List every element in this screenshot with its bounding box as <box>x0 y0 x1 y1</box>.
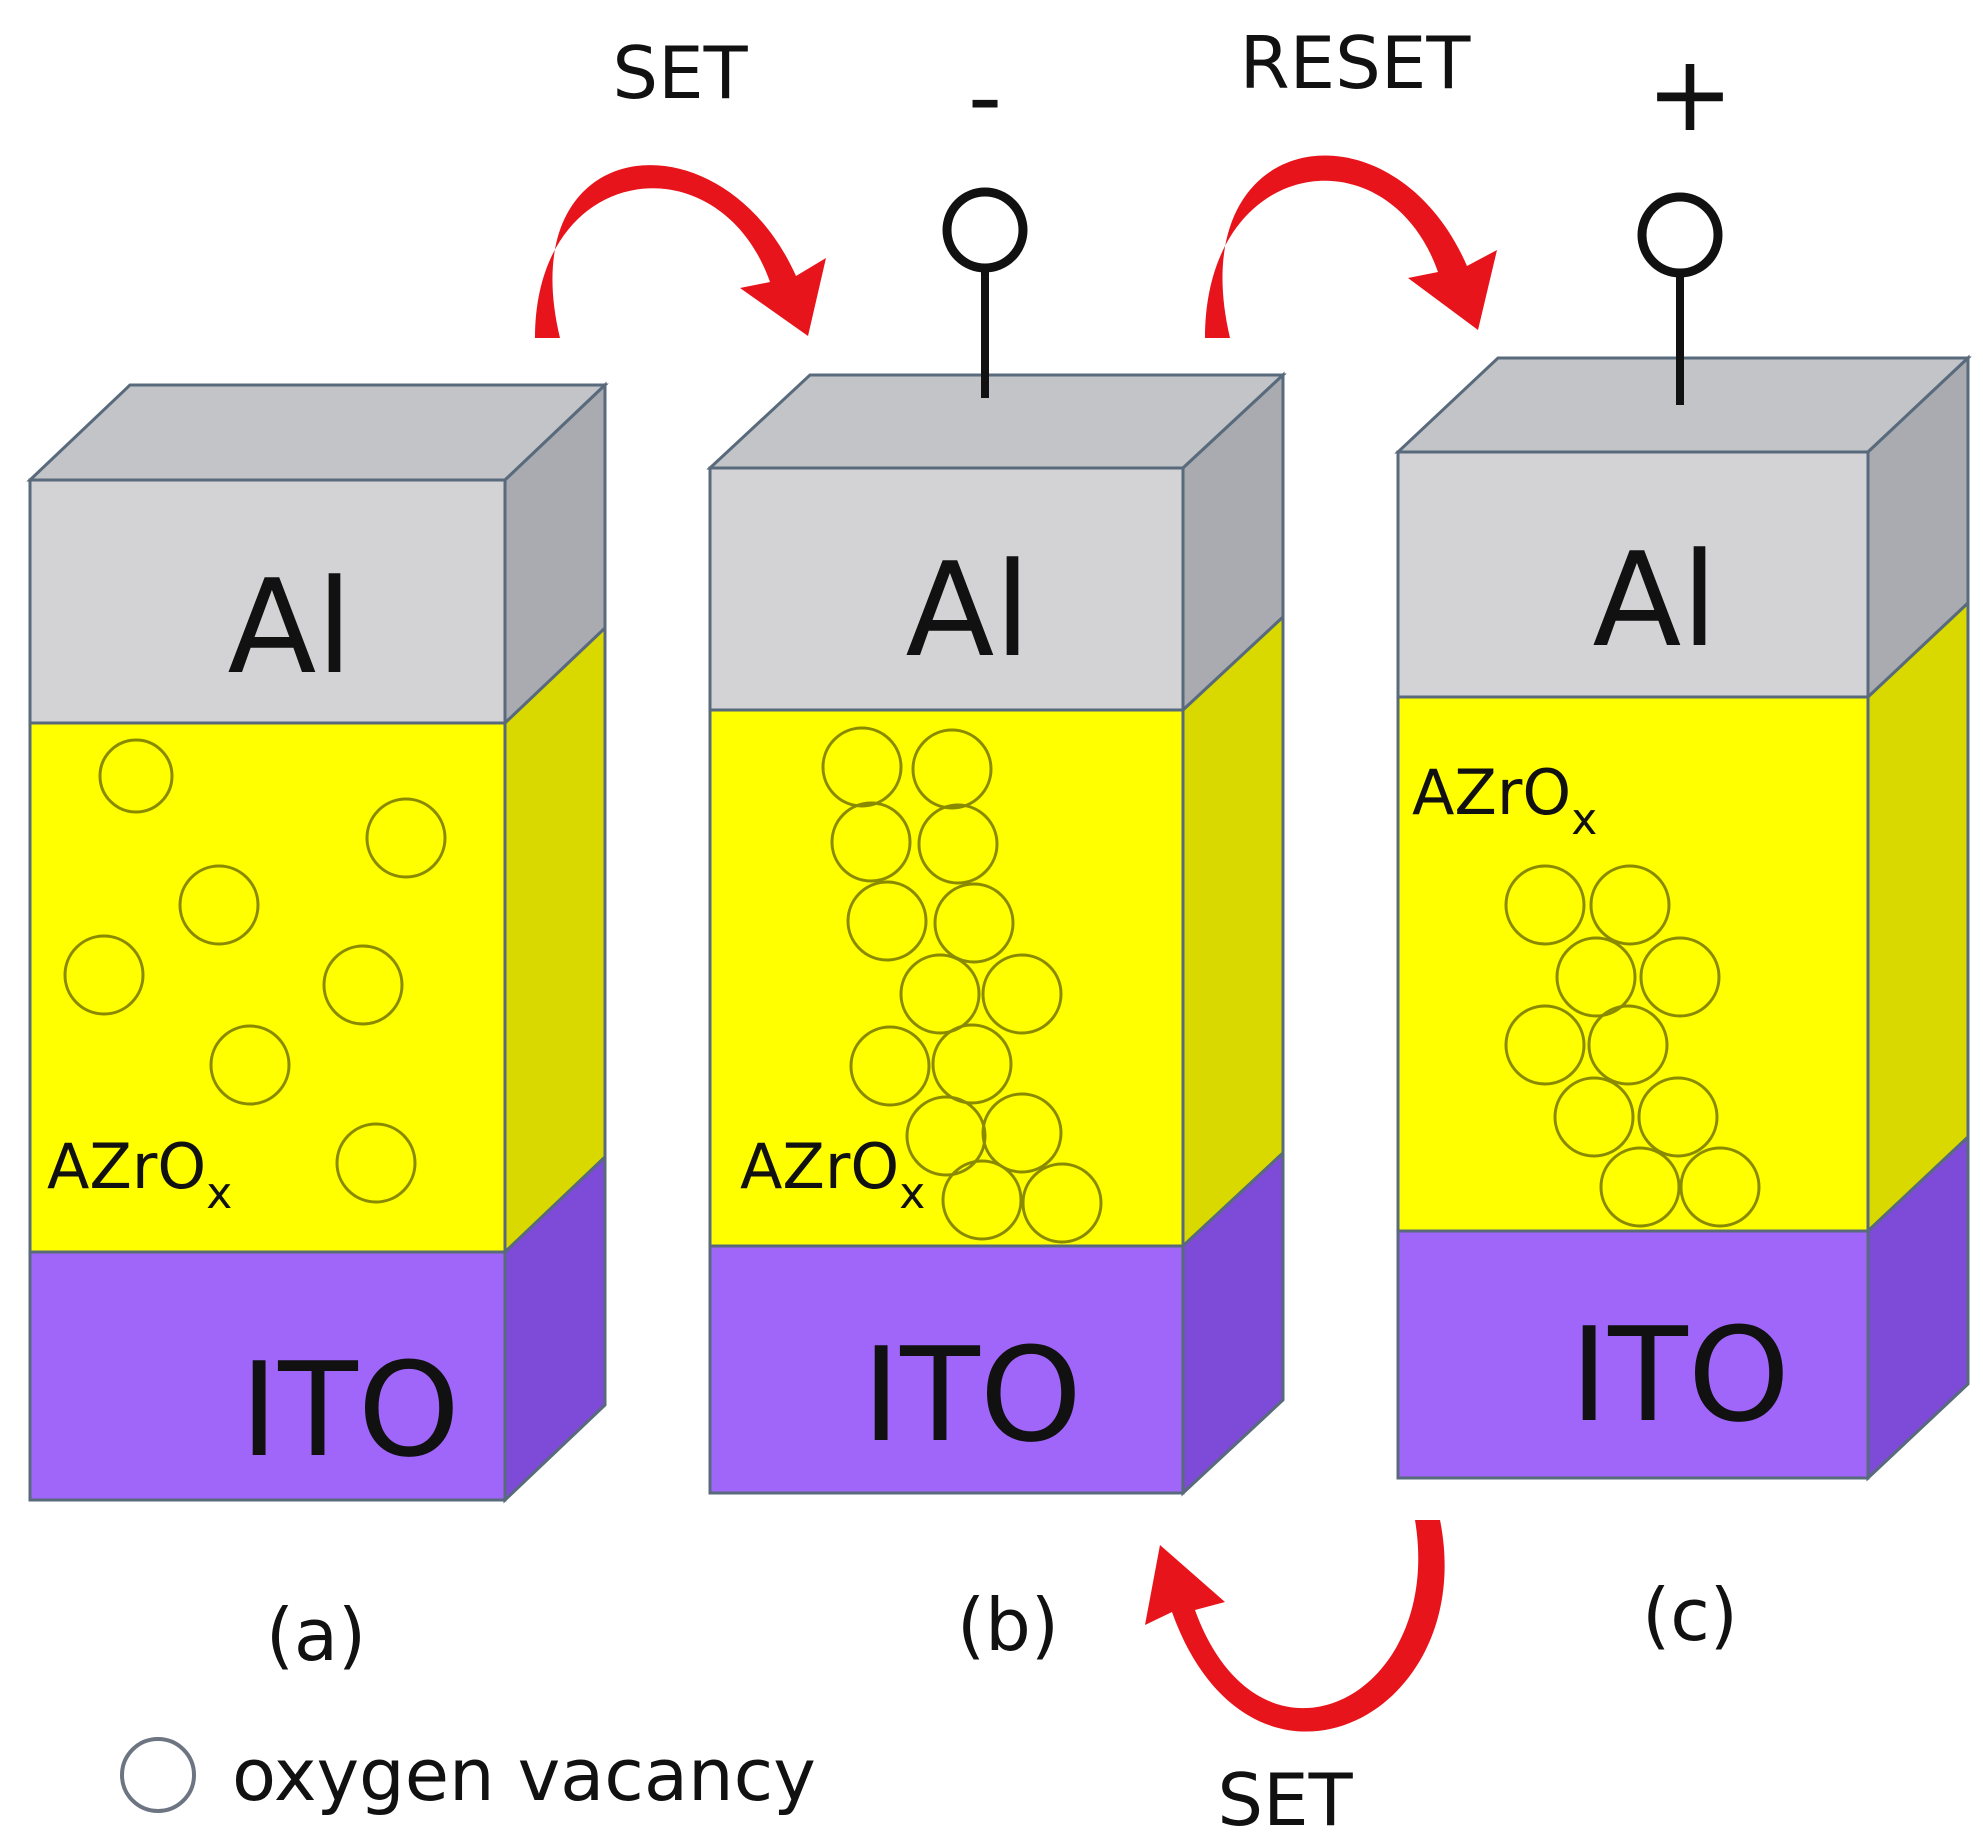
device-b-oxide-label-sub: x <box>899 1168 925 1219</box>
device-a-vacancies <box>63 738 447 1204</box>
oxygen-vacancy <box>981 1092 1063 1174</box>
device-a-ito-front <box>28 1250 507 1502</box>
transition-reset-b-to-c: RESET <box>1205 21 1497 338</box>
oxygen-vacancy <box>931 1023 1013 1105</box>
oxygen-vacancy <box>941 1159 1023 1241</box>
device-c-electrode-front <box>1396 450 1870 699</box>
device-c-caption: (c) <box>1642 1573 1738 1657</box>
device-a-side-oxide <box>503 624 607 1256</box>
oxygen-vacancy <box>1553 1076 1635 1158</box>
device-c-vacancies <box>1504 864 1761 1228</box>
device-b: - Al ITO AZrOx (b) <box>706 43 1287 1667</box>
oxygen-vacancy <box>365 797 447 879</box>
device-b-side-oxide <box>1181 613 1285 1250</box>
device-a-ito-label: ITO <box>240 1334 460 1486</box>
device-a-oxide-label-sub: x <box>206 1168 232 1219</box>
device-a-electrode-label: Al <box>227 551 352 703</box>
oxygen-vacancy <box>899 953 981 1035</box>
oxygen-vacancy <box>1639 936 1721 1018</box>
oxygen-vacancy <box>1679 1146 1761 1228</box>
device-c-oxide-label: AZrOx <box>1412 756 1597 845</box>
device-a-oxide-label: AZrOx <box>47 1130 232 1219</box>
transition-set-c-to-b: SET <box>1145 1520 1445 1840</box>
device-c-oxide-label-main: AZrO <box>1412 756 1571 829</box>
device-c-terminal-label: + <box>1646 33 1734 155</box>
oxygen-vacancy <box>1504 1004 1586 1086</box>
device-b-electrode-label: Al <box>905 534 1030 686</box>
oxygen-vacancy <box>981 953 1063 1035</box>
device-a: Al ITO AZrOx (a) <box>26 381 609 1677</box>
curved-arrow-icon <box>1205 155 1497 338</box>
transition-label-set-bottom: SET <box>1217 1758 1353 1840</box>
device-a-oxide-front <box>28 721 507 1254</box>
oxygen-vacancy <box>209 1024 291 1106</box>
device-c-electrode-label: Al <box>1592 524 1717 676</box>
device-b-oxide-label: AZrOx <box>740 1130 925 1219</box>
oxygen-vacancy <box>1555 936 1637 1018</box>
device-a-electrode-front <box>28 478 507 725</box>
oxygen-vacancy <box>1637 1076 1719 1158</box>
device-b-terminal-icon <box>942 187 1028 273</box>
device-b-electrode-front <box>708 466 1185 712</box>
device-c-oxide-label-sub: x <box>1571 794 1597 845</box>
device-c-side-oxide <box>1866 599 1970 1235</box>
oxygen-vacancy <box>846 880 928 962</box>
device-c-terminal-icon <box>1637 192 1723 278</box>
transition-set-a-to-b: SET <box>535 31 826 338</box>
oxygen-vacancy <box>911 728 993 810</box>
oxygen-vacancy <box>821 726 903 808</box>
device-a-caption: (a) <box>266 1593 366 1677</box>
oxygen-vacancy <box>917 803 999 885</box>
device-c-ito-label: ITO <box>1570 1299 1790 1451</box>
oxygen-vacancy <box>335 1122 417 1204</box>
device-b-oxide-front <box>708 708 1185 1248</box>
legend-label: oxygen vacancy <box>232 1733 816 1817</box>
oxygen-vacancy <box>905 1095 987 1177</box>
oxygen-vacancy <box>849 1025 931 1107</box>
oxygen-vacancy-legend-icon <box>120 1737 196 1813</box>
oxygen-vacancy <box>830 801 912 883</box>
device-b-caption: (b) <box>957 1583 1059 1667</box>
curved-arrow-icon <box>535 165 826 338</box>
oxygen-vacancy <box>933 882 1015 964</box>
transition-label-set-top: SET <box>612 31 748 115</box>
oxygen-vacancy <box>1587 1004 1669 1086</box>
device-b-ito-label: ITO <box>862 1319 1082 1471</box>
transition-label-reset: RESET <box>1240 21 1472 105</box>
oxygen-vacancy <box>1589 864 1671 946</box>
device-c: + Al ITO AZrOx (c) <box>1394 33 1972 1657</box>
legend: oxygen vacancy <box>120 1733 816 1817</box>
device-b-oxide-label-main: AZrO <box>740 1130 899 1203</box>
oxygen-vacancy <box>178 864 260 946</box>
curved-arrow-icon <box>1145 1520 1445 1732</box>
oxygen-vacancy <box>98 738 174 814</box>
device-b-terminal-label: - <box>968 43 1002 153</box>
device-c-ito-front <box>1396 1229 1870 1480</box>
oxygen-vacancy <box>322 944 404 1026</box>
device-b-vacancies <box>821 726 1103 1244</box>
device-a-oxide-label-main: AZrO <box>47 1130 206 1203</box>
oxygen-vacancy <box>63 934 145 1016</box>
oxygen-vacancy <box>1504 864 1586 946</box>
device-b-ito-front <box>708 1244 1185 1495</box>
oxygen-vacancy <box>1021 1162 1103 1244</box>
oxygen-vacancy <box>1599 1146 1681 1228</box>
